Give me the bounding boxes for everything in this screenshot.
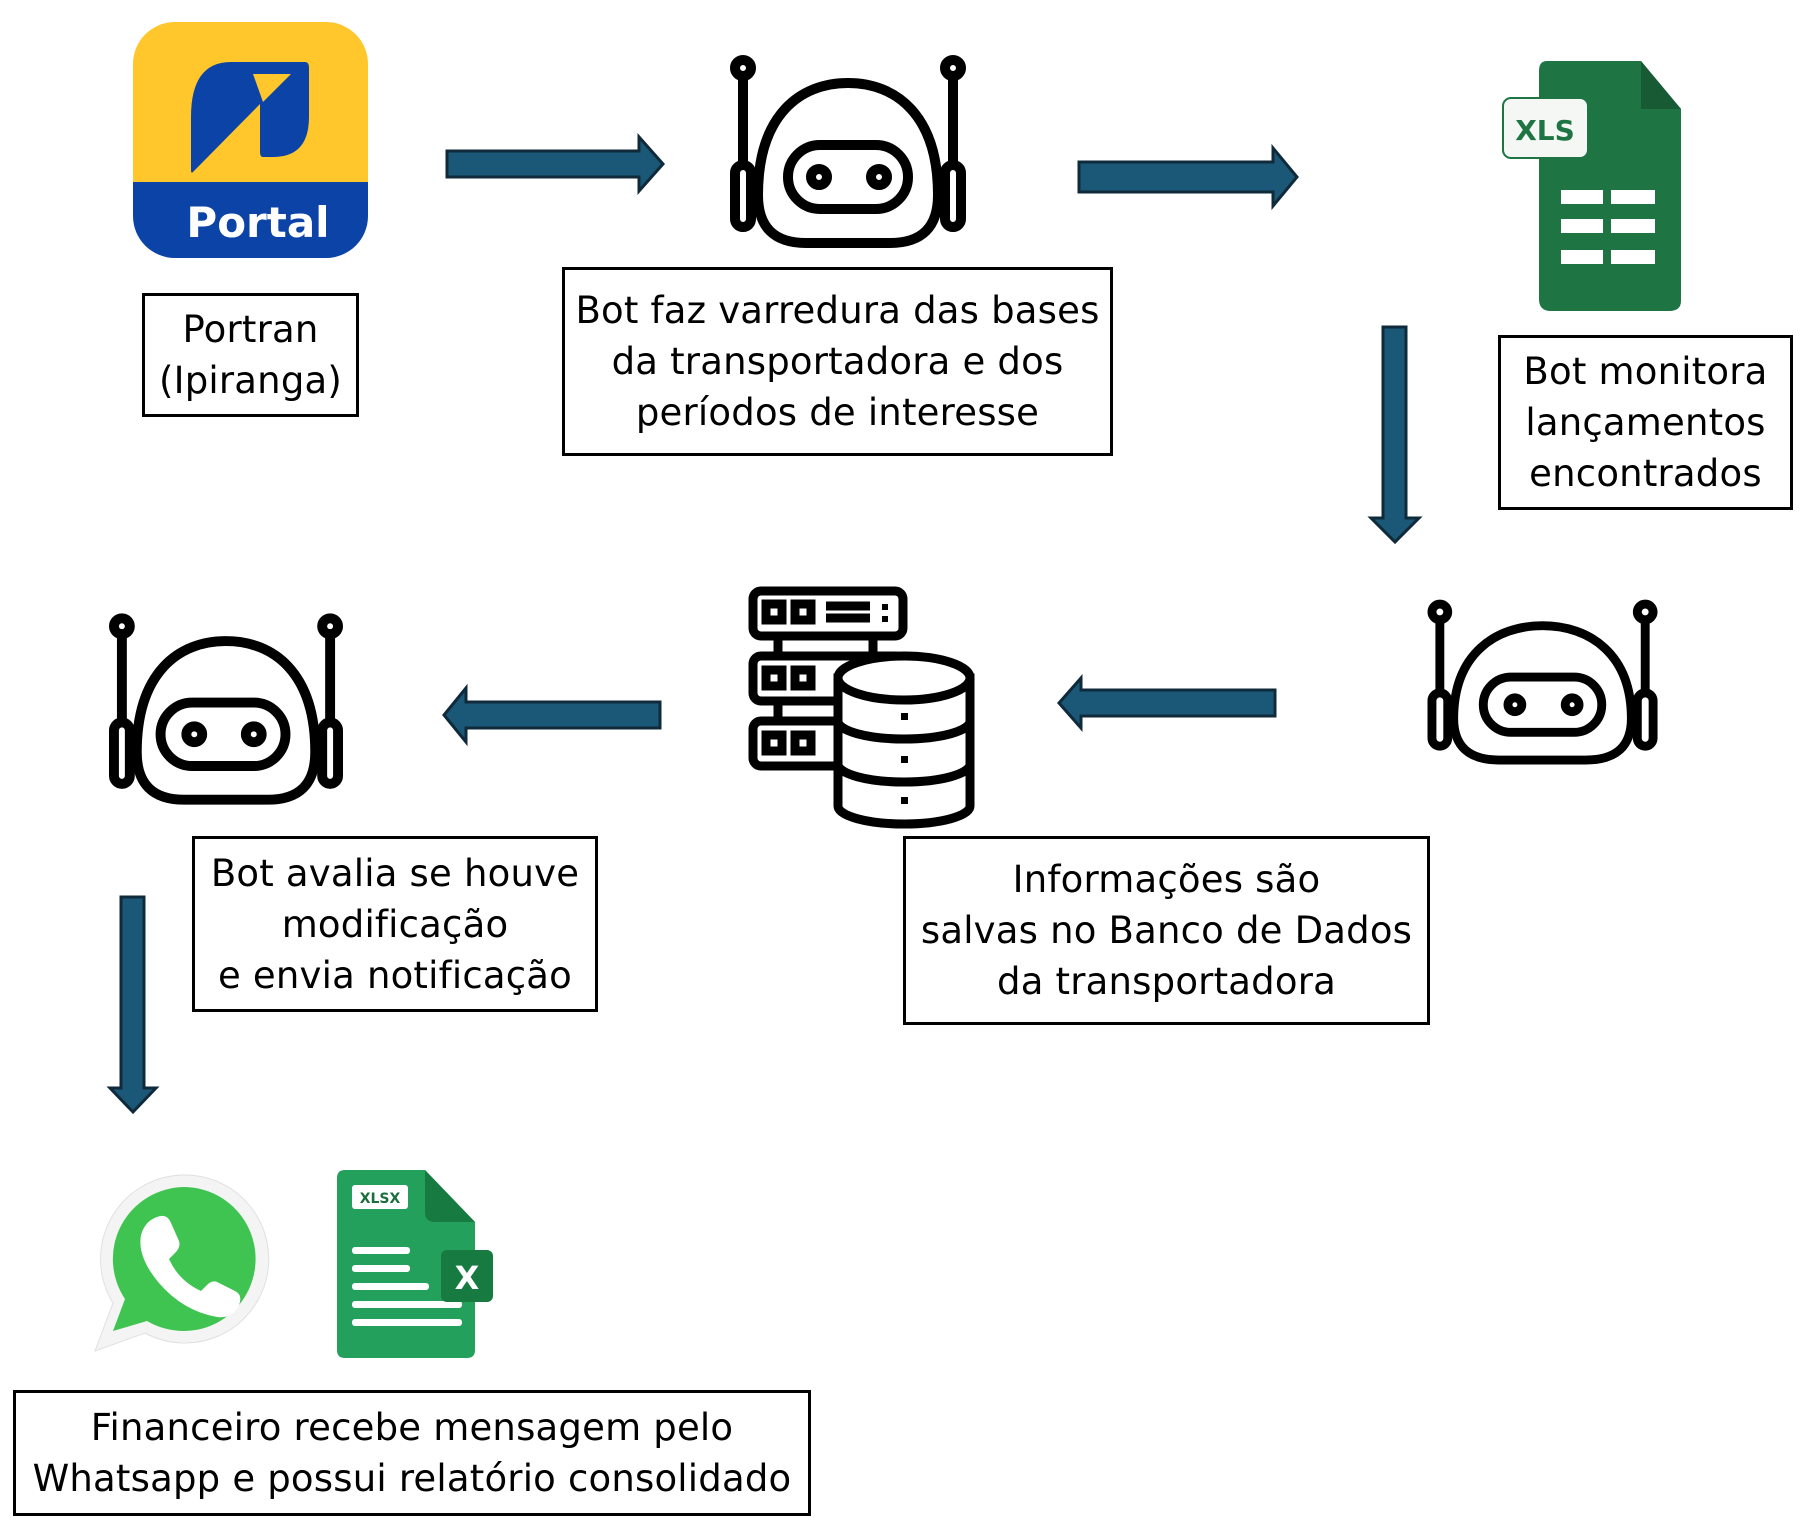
bot-scan-line-3: períodos de interesse bbox=[635, 391, 1040, 434]
bot-monitor-line-2: lançamentos bbox=[1525, 401, 1766, 444]
portran-line-2: (Ipiranga) bbox=[158, 359, 343, 402]
robot-icon bbox=[1427, 599, 1661, 766]
bot-eval-description-box: Bot avalia se houve modificação e envia … bbox=[192, 836, 598, 1012]
portal-icon-label: Portal bbox=[186, 198, 329, 247]
bot-monitor-line-3: encontrados bbox=[1529, 452, 1762, 495]
bot-monitor-line-1: Bot monitora bbox=[1523, 350, 1768, 393]
server-database-icon bbox=[748, 586, 975, 829]
db-line-2: salvas no Banco de Dados bbox=[920, 909, 1413, 952]
bot-scan-description-box: Bot faz varredura das bases da transport… bbox=[562, 267, 1113, 456]
database-description-box: Informações são salvas no Banco de Dados… bbox=[903, 836, 1430, 1025]
arrow-portal-to-bot bbox=[445, 133, 666, 195]
final-outcome-box: Financeiro recebe mensagem pelo Whatsapp… bbox=[13, 1390, 811, 1516]
arrow-database-to-bot bbox=[442, 683, 662, 747]
arrow-spreadsheet-to-bot bbox=[1367, 325, 1423, 545]
arrow-bot-to-spreadsheet bbox=[1077, 143, 1299, 211]
portal-app-icon: Portal bbox=[133, 22, 368, 258]
xls-label: XLS bbox=[1515, 114, 1575, 147]
whatsapp-icon bbox=[93, 1173, 275, 1355]
bot-scan-line-1: Bot faz varredura das bases bbox=[575, 289, 1100, 332]
robot-icon bbox=[730, 55, 966, 249]
portran-line-1: Portran bbox=[182, 308, 319, 351]
portran-label-box: Portran (Ipiranga) bbox=[142, 293, 359, 417]
bot-eval-line-1: Bot avalia se houve bbox=[210, 851, 580, 895]
final-line-2: Whatsapp e possui relatório consolidado bbox=[32, 1457, 792, 1500]
bot-scan-line-2: da transportadora e dos bbox=[611, 340, 1064, 383]
final-line-1: Financeiro recebe mensagem pelo bbox=[90, 1406, 734, 1449]
excel-badge: X bbox=[455, 1259, 480, 1297]
bot-eval-line-3: e envia notificação bbox=[218, 953, 572, 997]
db-line-1: Informações são bbox=[1012, 858, 1321, 901]
robot-icon bbox=[109, 613, 343, 806]
arrow-bot-to-database bbox=[1057, 674, 1277, 732]
arrow-bot-to-whatsapp bbox=[106, 895, 160, 1115]
xlsx-label: XLSX bbox=[360, 1191, 401, 1207]
bot-eval-line-2: modificação bbox=[281, 902, 509, 946]
bot-monitor-description-box: Bot monitora lançamentos encontrados bbox=[1498, 335, 1793, 510]
spreadsheet-file-icon: XLS bbox=[1502, 61, 1683, 313]
excel-file-icon: XLSX X bbox=[337, 1170, 495, 1360]
db-line-3: da transportadora bbox=[997, 960, 1336, 1003]
